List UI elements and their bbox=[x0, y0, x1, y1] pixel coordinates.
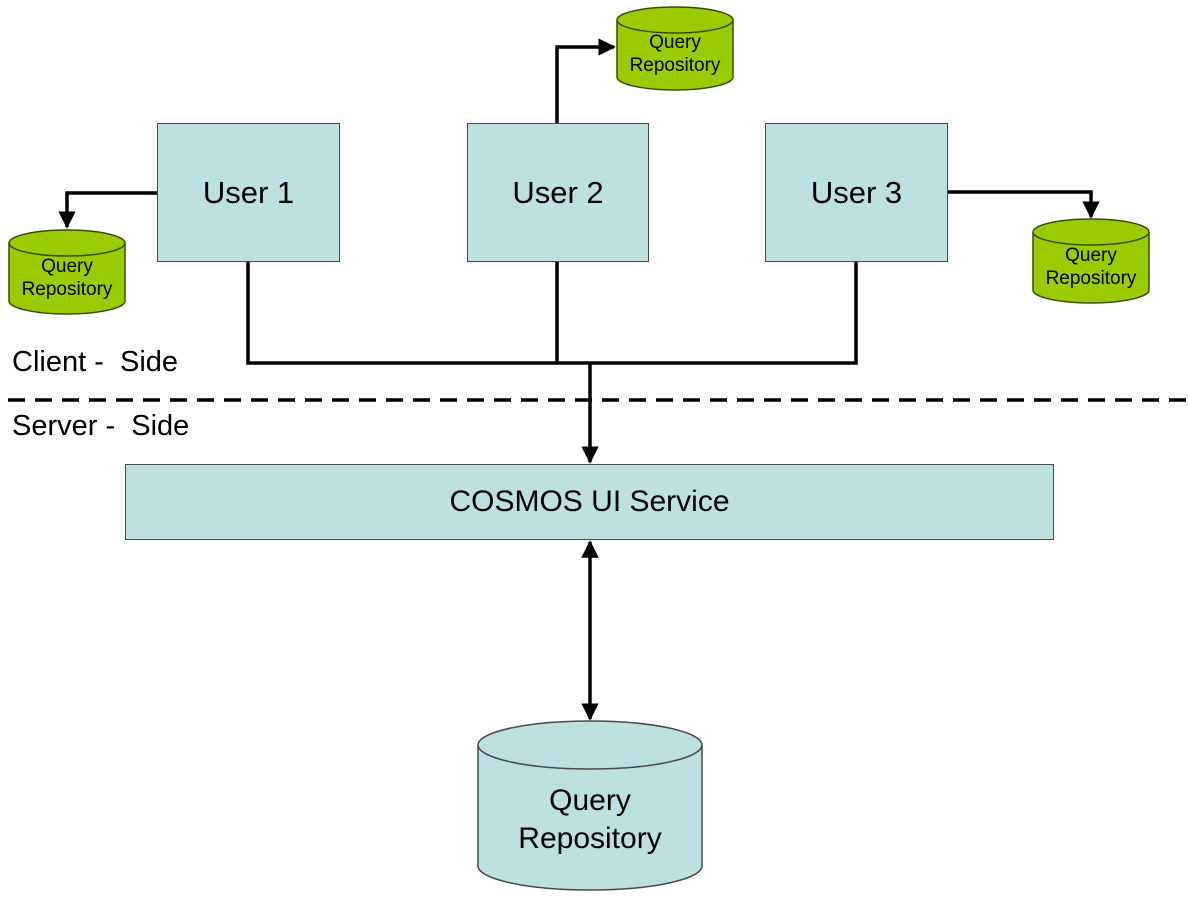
client-repository-2-line1: Query bbox=[649, 32, 701, 53]
user3-connector bbox=[590, 261, 858, 365]
user1-repo-arrow bbox=[58, 191, 157, 229]
client-repository-1-line2: Repository bbox=[21, 278, 113, 300]
client-repository-3-line1: Query bbox=[1065, 245, 1117, 266]
server-repository-line1: Query bbox=[549, 784, 631, 817]
client-repository-cylinder-2 bbox=[616, 6, 734, 91]
cosmos-ui-service-box[interactable]: COSMOS UI Service bbox=[125, 464, 1054, 540]
client-repository-3-line2: Repository bbox=[1045, 267, 1137, 289]
server-side-label: Server - Side bbox=[12, 410, 190, 442]
user1-connector bbox=[246, 261, 590, 365]
user-3-label: User 3 bbox=[810, 175, 903, 210]
user-3-box[interactable]: User 3 bbox=[765, 123, 948, 262]
client-side-label: Client - Side bbox=[12, 346, 179, 378]
server-repository-label: Query Repository bbox=[478, 782, 702, 857]
user-2-label: User 2 bbox=[512, 175, 604, 210]
server-repository-cylinder bbox=[477, 720, 703, 891]
client-repository-3-label: Query Repository bbox=[1033, 245, 1149, 291]
user-1-label: User 1 bbox=[202, 175, 295, 210]
user3-repo-arrow bbox=[948, 190, 1100, 219]
user-2-box[interactable]: User 2 bbox=[467, 123, 649, 262]
client-repository-1-label: Query Repository bbox=[9, 256, 125, 302]
client-repository-2-label: Query Repository bbox=[617, 32, 733, 78]
user2-repo-arrow bbox=[555, 38, 616, 123]
cosmos-ui-service-label: COSMOS UI Service bbox=[449, 485, 730, 518]
client-repository-2-line2: Repository bbox=[629, 54, 721, 76]
user-1-box[interactable]: User 1 bbox=[157, 123, 340, 262]
client-repository-cylinder-3 bbox=[1032, 218, 1150, 304]
client-repository-1-line1: Query bbox=[41, 256, 93, 277]
client-repository-cylinder-1 bbox=[8, 229, 126, 315]
server-repository-line2: Repository bbox=[518, 821, 662, 855]
